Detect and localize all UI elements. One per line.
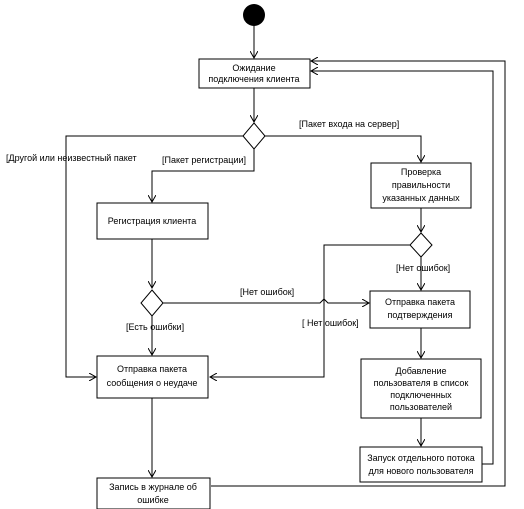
guard-no-errors-2: [Нет ошибок] bbox=[396, 263, 450, 273]
node-start-thread bbox=[359, 446, 483, 483]
node-send-confirm-line2: подтверждения bbox=[388, 310, 453, 320]
guard-reg-packet: [Пакет регистрации] bbox=[162, 155, 246, 165]
guard-login-packet: [Пакет входа на сервер] bbox=[299, 119, 399, 129]
node-log-error bbox=[96, 477, 211, 509]
node-add-user-line1: Добавление bbox=[396, 366, 447, 376]
node-check bbox=[370, 162, 472, 209]
guard-has-errors: [Есть ошибки] bbox=[126, 322, 184, 332]
node-log-error-line1: Запись в журнале об bbox=[109, 482, 197, 492]
guard-no-errors-1: [Нет ошибок] bbox=[240, 287, 294, 297]
edge-thread-loop bbox=[311, 71, 494, 465]
node-check-line1: Проверка bbox=[401, 167, 441, 177]
node-check-line2: правильности bbox=[392, 180, 450, 190]
guard-other-packet: [Другой или неизвестный пакет bbox=[6, 153, 137, 163]
node-check-line3: указанных данных bbox=[382, 193, 460, 203]
node-start-thread-line1: Запуск отдельного потока bbox=[367, 453, 475, 463]
edge-other-packet bbox=[65, 135, 243, 377]
node-add-user bbox=[360, 358, 482, 419]
node-add-user-line4: пользователей bbox=[390, 402, 452, 412]
node-send-confirm bbox=[369, 290, 471, 329]
edge-log-loop bbox=[211, 61, 506, 487]
node-add-user-line3: подключенных bbox=[390, 390, 452, 400]
node-register-line1: Регистрация клиента bbox=[108, 216, 196, 226]
node-waiting-line2: подключения клиента bbox=[208, 74, 299, 84]
node-start-thread-line2: для нового пользователя bbox=[368, 466, 473, 476]
edge-no-errors-3 bbox=[210, 244, 410, 377]
node-waiting-line1: Ожидание bbox=[232, 63, 275, 73]
node-send-error-line2: сообщения о неудаче bbox=[107, 378, 198, 388]
start-node bbox=[243, 4, 265, 26]
node-register bbox=[96, 202, 209, 240]
node-send-error bbox=[96, 355, 209, 399]
node-log-error-line2: ошибке bbox=[137, 495, 168, 505]
decision-check-result bbox=[409, 232, 433, 258]
decision-register-result bbox=[140, 289, 164, 317]
node-send-confirm-line1: Отправка пакета bbox=[385, 297, 455, 307]
edge-no-errors-1 bbox=[163, 298, 369, 303]
guard-no-errors-3: [ Нет ошибок] bbox=[302, 318, 359, 328]
edge-reg-packet bbox=[152, 148, 255, 202]
node-send-error-line1: Отправка пакета bbox=[117, 364, 187, 374]
edge-login-packet bbox=[265, 135, 421, 162]
decision-packet-type bbox=[242, 122, 266, 150]
node-add-user-line2: пользователя в список bbox=[374, 378, 469, 388]
node-waiting bbox=[198, 58, 311, 89]
